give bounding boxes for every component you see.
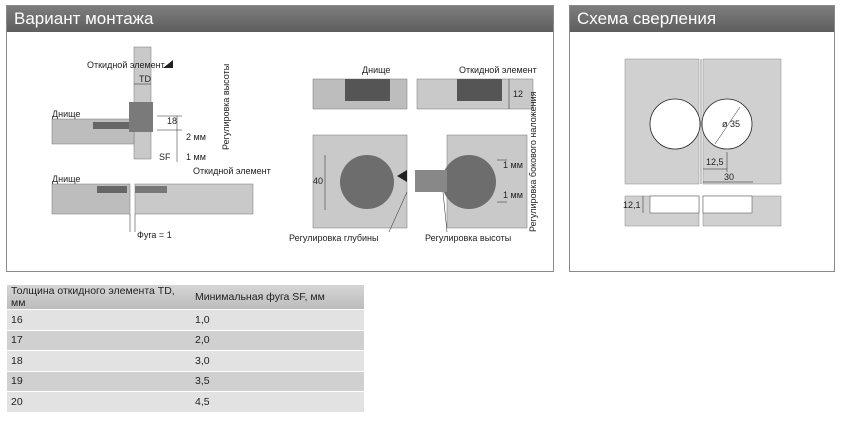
section-view-1 (51, 46, 182, 162)
flap-element-label-1: Откидной элемент (87, 60, 165, 70)
gap-label: Фуга = 1 (137, 230, 172, 240)
sf-label: SF (159, 152, 171, 162)
table-header-sf: Минимальная фуга SF, мм (191, 285, 364, 310)
drilling-panel: Схема сверления ø 35 12,5 30 12,1 (569, 5, 835, 272)
mounting-panel: Вариант монтажа Откидной элемент TD Днищ… (6, 5, 554, 272)
base-label-2: Днище (52, 174, 80, 184)
mm2-label: 2 мм (186, 132, 206, 142)
drilling-diagram: ø 35 12,5 30 12,1 (623, 58, 782, 227)
table-cell: 19 (7, 370, 191, 392)
td-label: TD (139, 74, 151, 84)
diameter-label: ø 35 (722, 119, 740, 129)
side-overlay-adjust-label: Регулировка бокового наложения (528, 91, 538, 232)
table-cell: 17 (7, 329, 191, 351)
drilling-top-view (624, 58, 782, 185)
base-label-1: Днище (52, 109, 80, 119)
table-cell: 16 (7, 309, 191, 330)
dim-18-label: 18 (167, 116, 177, 126)
table-cell: 4,5 (191, 391, 364, 412)
table-header-td: Толщина откидного элемента TD, мм (7, 285, 191, 310)
table-cell: 18 (7, 350, 191, 371)
height-adjust-vertical-label: Регулировка высоты (221, 64, 231, 150)
dim-30-label: 30 (724, 172, 734, 182)
table-cell: 3,5 (191, 370, 364, 392)
table-header-row: Толщина откидного элемента TD, мм Минима… (7, 285, 364, 310)
table-cell: 20 (7, 391, 191, 412)
drilling-section-view (624, 195, 782, 227)
table-cell: 3,0 (191, 350, 364, 371)
drilling-panel-title: Схема сверления (570, 6, 834, 32)
height-adjust-label: Регулировка высоты (425, 233, 511, 243)
dim-12-1-label: 12,1 (623, 200, 641, 210)
plate-view (312, 134, 528, 233)
gap-table: Толщина откидного элемента TD, мм Минима… (7, 285, 364, 412)
mm1-bottom-label: 1 мм (503, 190, 523, 200)
table-cell: 1,0 (191, 309, 364, 330)
section-view-3 (312, 78, 534, 110)
mm1-label: 1 мм (186, 152, 206, 162)
base-label-3: Днище (362, 65, 390, 75)
dim-12-5-label: 12,5 (706, 157, 724, 167)
mounting-panel-title: Вариант монтажа (7, 6, 553, 32)
mounting-diagram: Откидной элемент TD Днище 18 SF 2 мм 1 м… (51, 46, 538, 243)
section-view-2 (51, 183, 254, 232)
table-cell: 2,0 (191, 329, 364, 351)
flap-element-label-3: Откидной элемент (459, 65, 537, 75)
dim-12-label: 12 (513, 89, 523, 99)
mm1-top-label: 1 мм (503, 160, 523, 170)
depth-adjust-label: Регулировка глубины (289, 233, 378, 243)
dim-40-label: 40 (313, 176, 323, 186)
flap-element-label-2: Откидной элемент (193, 166, 271, 176)
